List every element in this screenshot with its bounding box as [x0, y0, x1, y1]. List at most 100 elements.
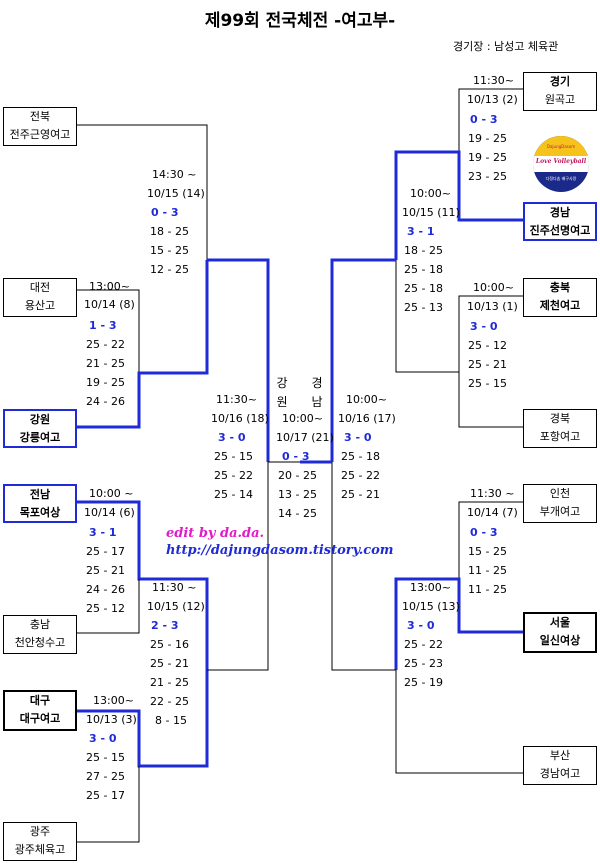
set-score: 21 - 25 [86, 357, 125, 370]
match-result: 0 - 3 [470, 113, 498, 126]
team-school: 전주근영여고 [9, 128, 71, 141]
match-result: 2 - 3 [151, 619, 179, 632]
match-time: 10:00~ [346, 393, 387, 406]
set-score: 25 - 21 [86, 564, 125, 577]
set-score: 21 - 25 [150, 676, 189, 689]
set-score: 25 - 22 [214, 469, 253, 482]
set-score: 25 - 16 [150, 638, 189, 651]
set-score: 11 - 25 [468, 583, 507, 596]
team-school: 포항여고 [539, 430, 581, 443]
set-score: 12 - 25 [150, 263, 189, 276]
set-score: 25 - 12 [468, 339, 507, 352]
line-m9-out [330, 258, 396, 462]
match-date: 10/16 (18) [211, 412, 269, 425]
team-box-gyeongbuk: 경북 포항여고 [523, 409, 597, 448]
set-score: 25 - 18 [404, 282, 443, 295]
line-chungnam [75, 579, 140, 634]
set-score: 24 - 26 [86, 395, 125, 408]
team-school: 강릉여고 [19, 431, 61, 444]
match-time: 13:00~ [89, 280, 130, 293]
set-score: 11 - 25 [468, 564, 507, 577]
set-score: 25 - 22 [341, 469, 380, 482]
set-score: 15 - 25 [468, 545, 507, 558]
set-score: 19 - 25 [468, 132, 507, 145]
match-time: 10:00~ [410, 187, 451, 200]
team-box-daejeon: 대전 용산고 [3, 278, 77, 317]
team-box-busan: 부산 경남여고 [523, 746, 597, 785]
line-gyeongnam [394, 150, 525, 260]
line-gwangju [75, 766, 140, 843]
set-score: 25 - 17 [86, 545, 125, 558]
set-score: 19 - 25 [468, 151, 507, 164]
match-result: 0 - 3 [282, 450, 310, 463]
match-result: 3 - 1 [89, 526, 117, 539]
line-gyeonggi [458, 88, 525, 152]
team-region: 광주 [29, 825, 51, 838]
team-school: 천안청수고 [14, 636, 66, 649]
edit-credit: edit by da.da. [166, 526, 265, 541]
line-gyeongbuk [458, 372, 525, 428]
match-date: 10/14 (7) [467, 506, 518, 519]
team-region: 부산 [549, 749, 571, 762]
set-score: 25 - 13 [404, 301, 443, 314]
match-date: 10/13 (2) [467, 93, 518, 106]
blog-url-link[interactable]: http://dajungdasom.tistory.com [166, 543, 394, 558]
team-box-jeonbuk: 전북 전주근영여고 [3, 107, 77, 146]
match-result: 3 - 0 [89, 732, 117, 745]
set-score: 25 - 15 [86, 751, 125, 764]
set-score: 25 - 14 [214, 488, 253, 501]
match-date: 10/16 (17) [338, 412, 396, 425]
set-score: 25 - 22 [404, 638, 443, 651]
line-busan [395, 670, 525, 774]
team-region: 경기 [549, 75, 571, 88]
team-school: 용산고 [24, 299, 56, 312]
team-box-incheon: 인천 부개여고 [523, 484, 597, 523]
team-region: 강원 [29, 413, 51, 426]
set-score: 18 - 25 [150, 225, 189, 238]
match-time: 10:00 ~ [89, 487, 134, 500]
match-result: 3 - 0 [407, 619, 435, 632]
team-box-gyeonggi: 경기 원곡고 [523, 72, 597, 111]
match-date: 10/13 (3) [86, 713, 137, 726]
line-incheon [458, 501, 525, 579]
match-date: 10/15 (14) [147, 187, 205, 200]
team-box-chungbuk: 충북 제천여고 [523, 278, 597, 317]
set-score: 14 - 25 [278, 507, 317, 520]
team-region: 충북 [549, 281, 571, 294]
team-region: 인천 [549, 487, 571, 500]
team-region: 경북 [549, 412, 571, 425]
set-score: 25 - 21 [150, 657, 189, 670]
team-region: 경남 [549, 206, 571, 219]
team-region: 대전 [29, 281, 51, 294]
match-time: 14:30 ~ [152, 168, 197, 181]
match-result: 3 - 0 [344, 431, 372, 444]
line-m2-out [207, 258, 270, 462]
set-score: 25 - 21 [341, 488, 380, 501]
love-volleyball-logo: DajungDasom Love Volleyball 다정다솜 배구사랑 [533, 136, 589, 192]
match-date: 10/14 (8) [84, 298, 135, 311]
set-score: 27 - 25 [86, 770, 125, 783]
match-time: 11:30~ [216, 393, 257, 406]
match-result: 3 - 0 [218, 431, 246, 444]
venue-label: 경기장 : 남성고 체육관 [453, 40, 559, 53]
team-box-gangwon: 강원 강릉여고 [3, 409, 77, 448]
team-school: 대구여고 [19, 712, 61, 725]
set-score: 19 - 25 [86, 376, 125, 389]
set-score: 24 - 26 [86, 583, 125, 596]
line-jeonbuk [75, 124, 208, 260]
line-seoul [394, 577, 525, 670]
set-score: 15 - 25 [150, 244, 189, 257]
team-school: 광주체육고 [14, 843, 66, 856]
set-score: 25 - 22 [86, 338, 125, 351]
team-school: 제천여고 [539, 299, 581, 312]
match-time: 11:30~ [473, 74, 514, 87]
line-m5-out [207, 462, 269, 671]
match-time: 13:00~ [93, 694, 134, 707]
team-region: 대구 [29, 694, 51, 707]
match-result: 3 - 1 [407, 225, 435, 238]
set-score: 25 - 15 [214, 450, 253, 463]
match-date: 10/17 (21) [276, 431, 334, 444]
team-region: 전남 [29, 488, 51, 501]
team-school: 일신여상 [539, 634, 581, 647]
match-time: 13:00~ [410, 581, 451, 594]
